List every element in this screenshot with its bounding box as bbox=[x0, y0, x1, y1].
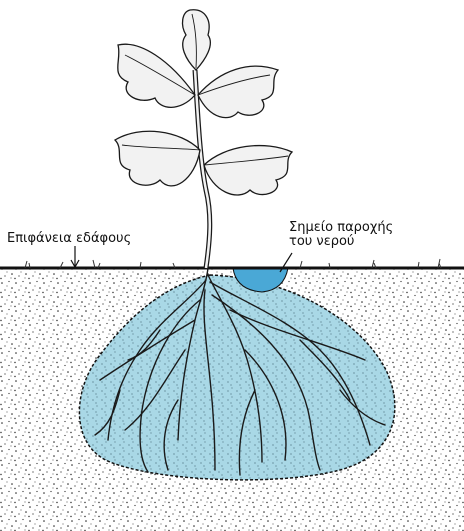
water-point-label-line1: Σημείο παροχής bbox=[289, 221, 393, 235]
leaf-left-upper bbox=[118, 44, 195, 107]
water-point-label: Σημείο παροχής του νερού bbox=[289, 221, 393, 249]
water-point-label-line2: του νερού bbox=[289, 235, 393, 249]
leaf-right-lower bbox=[204, 146, 292, 195]
leaf-right-upper bbox=[198, 66, 278, 117]
soil-surface-label: Επιφάνεια εδάφους bbox=[7, 232, 131, 246]
leaf-left-lower bbox=[115, 131, 200, 186]
